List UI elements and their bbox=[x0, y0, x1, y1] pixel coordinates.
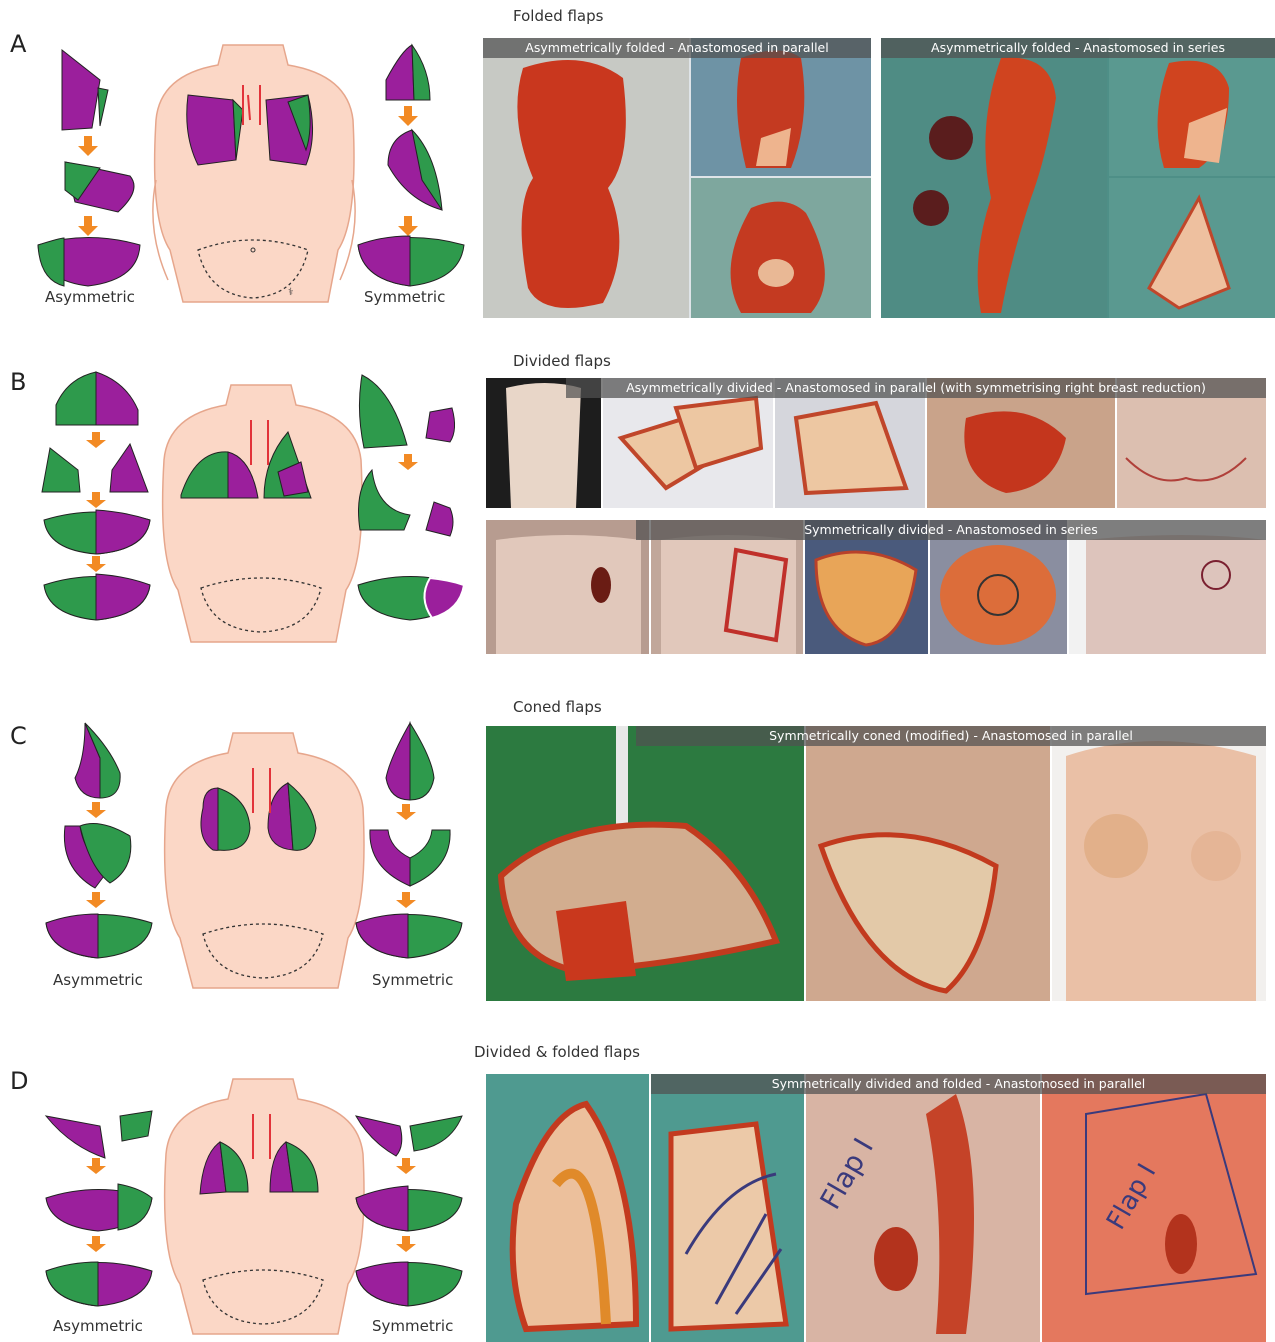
photo-group-b-series: Symmetrically divided - Anastomosed in s… bbox=[486, 520, 1266, 654]
banner-b-series: Symmetrically divided - Anastomosed in s… bbox=[636, 520, 1266, 540]
photo-group-a-series: Asymmetrically folded - Anastomosed in s… bbox=[881, 38, 1275, 318]
photo-group-a-parallel: Asymmetrically folded - Anastomosed in p… bbox=[483, 38, 871, 318]
asymmetric-cone-schematic-c bbox=[40, 718, 160, 968]
panel-letter-a: A bbox=[10, 30, 26, 58]
section-title-coned: Coned flaps bbox=[513, 698, 602, 716]
asymmetric-label-c: Asymmetric bbox=[53, 971, 143, 989]
photo-group-b-parallel: Asymmetrically divided - Anastomosed in … bbox=[486, 378, 1266, 508]
photo-group-c: Symmetrically coned (modified) - Anastom… bbox=[486, 726, 1266, 1001]
asymmetric-divided-folded-schematic-d bbox=[40, 1096, 160, 1318]
asymmetric-label-a: Asymmetric bbox=[45, 288, 135, 306]
panel-letter-d: D bbox=[10, 1067, 28, 1095]
symmetric-label-d: Symmetric bbox=[372, 1317, 453, 1335]
photo-group-d: Flap I Flap I Symmetrically divided and … bbox=[486, 1074, 1266, 1342]
symmetric-label-c: Symmetric bbox=[372, 971, 453, 989]
section-title-divided: Divided flaps bbox=[513, 352, 611, 370]
banner-d: Symmetrically divided and folded - Anast… bbox=[651, 1074, 1266, 1094]
banner-c: Symmetrically coned (modified) - Anastom… bbox=[636, 726, 1266, 746]
banner-b-parallel: Asymmetrically divided - Anastomosed in … bbox=[566, 378, 1266, 398]
banner-a-series: Asymmetrically folded - Anastomosed in s… bbox=[881, 38, 1275, 58]
asymmetric-fold-schematic-a bbox=[30, 40, 150, 310]
symmetric-divide-schematic-b bbox=[352, 370, 472, 640]
asymmetric-label-d: Asymmetric bbox=[53, 1317, 143, 1335]
panel-letter-c: C bbox=[10, 722, 27, 750]
symmetric-cone-schematic-c bbox=[350, 718, 470, 968]
section-title-divided-folded: Divided & folded flaps bbox=[474, 1043, 640, 1061]
symmetric-divided-folded-schematic-d bbox=[350, 1096, 470, 1318]
torso-diagram-a: ⚕ bbox=[148, 40, 360, 310]
torso-diagram-d bbox=[158, 1074, 363, 1336]
up-arrow-icon bbox=[78, 136, 98, 156]
svg-text:⚕: ⚕ bbox=[288, 287, 293, 298]
torso-diagram-c bbox=[158, 728, 363, 990]
symmetric-fold-schematic-a bbox=[352, 40, 472, 310]
section-title-folded: Folded flaps bbox=[513, 7, 603, 25]
symmetric-label-a: Symmetric bbox=[364, 288, 445, 306]
asymmetric-divide-schematic-b bbox=[38, 370, 158, 640]
surgical-photo-icon bbox=[483, 38, 689, 318]
banner-a-parallel: Asymmetrically folded - Anastomosed in p… bbox=[483, 38, 871, 58]
torso-diagram-b bbox=[156, 380, 364, 645]
panel-letter-b: B bbox=[10, 368, 26, 396]
